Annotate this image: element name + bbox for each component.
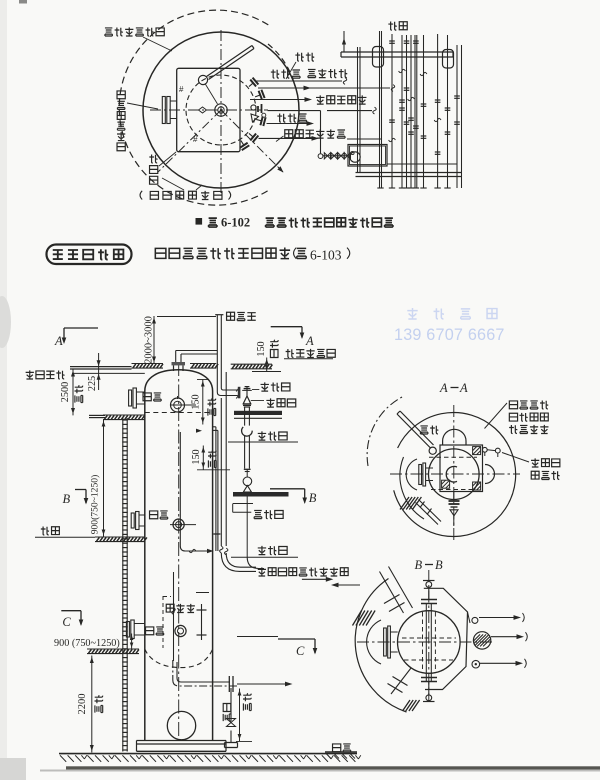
svg-text:A: A bbox=[305, 334, 314, 348]
svg-text:150: 150 bbox=[191, 394, 202, 409]
svg-text:150: 150 bbox=[191, 449, 202, 464]
svg-text:2200: 2200 bbox=[77, 694, 88, 715]
svg-text:2000~3000: 2000~3000 bbox=[144, 316, 155, 364]
svg-text:225: 225 bbox=[87, 376, 98, 391]
svg-text:B: B bbox=[309, 491, 317, 505]
svg-text:C: C bbox=[62, 615, 71, 629]
svg-text:139 6707 6667: 139 6707 6667 bbox=[394, 326, 505, 344]
svg-text:#: # bbox=[179, 85, 184, 94]
svg-text:900 (750~1250): 900 (750~1250) bbox=[54, 638, 120, 649]
svg-text:A: A bbox=[54, 334, 63, 348]
svg-text:A: A bbox=[459, 381, 468, 395]
svg-text:2500: 2500 bbox=[60, 382, 71, 402]
svg-text:C: C bbox=[296, 644, 305, 658]
svg-text:6-103: 6-103 bbox=[310, 248, 342, 263]
svg-text:6-102: 6-102 bbox=[221, 216, 250, 230]
svg-text:A: A bbox=[439, 381, 448, 395]
svg-text:150: 150 bbox=[256, 341, 267, 356]
svg-text:B: B bbox=[63, 492, 71, 506]
svg-text:#: # bbox=[193, 135, 198, 144]
svg-text:900(750~1250): 900(750~1250) bbox=[90, 475, 101, 535]
svg-text:B: B bbox=[415, 558, 423, 572]
svg-text:B: B bbox=[435, 558, 443, 572]
